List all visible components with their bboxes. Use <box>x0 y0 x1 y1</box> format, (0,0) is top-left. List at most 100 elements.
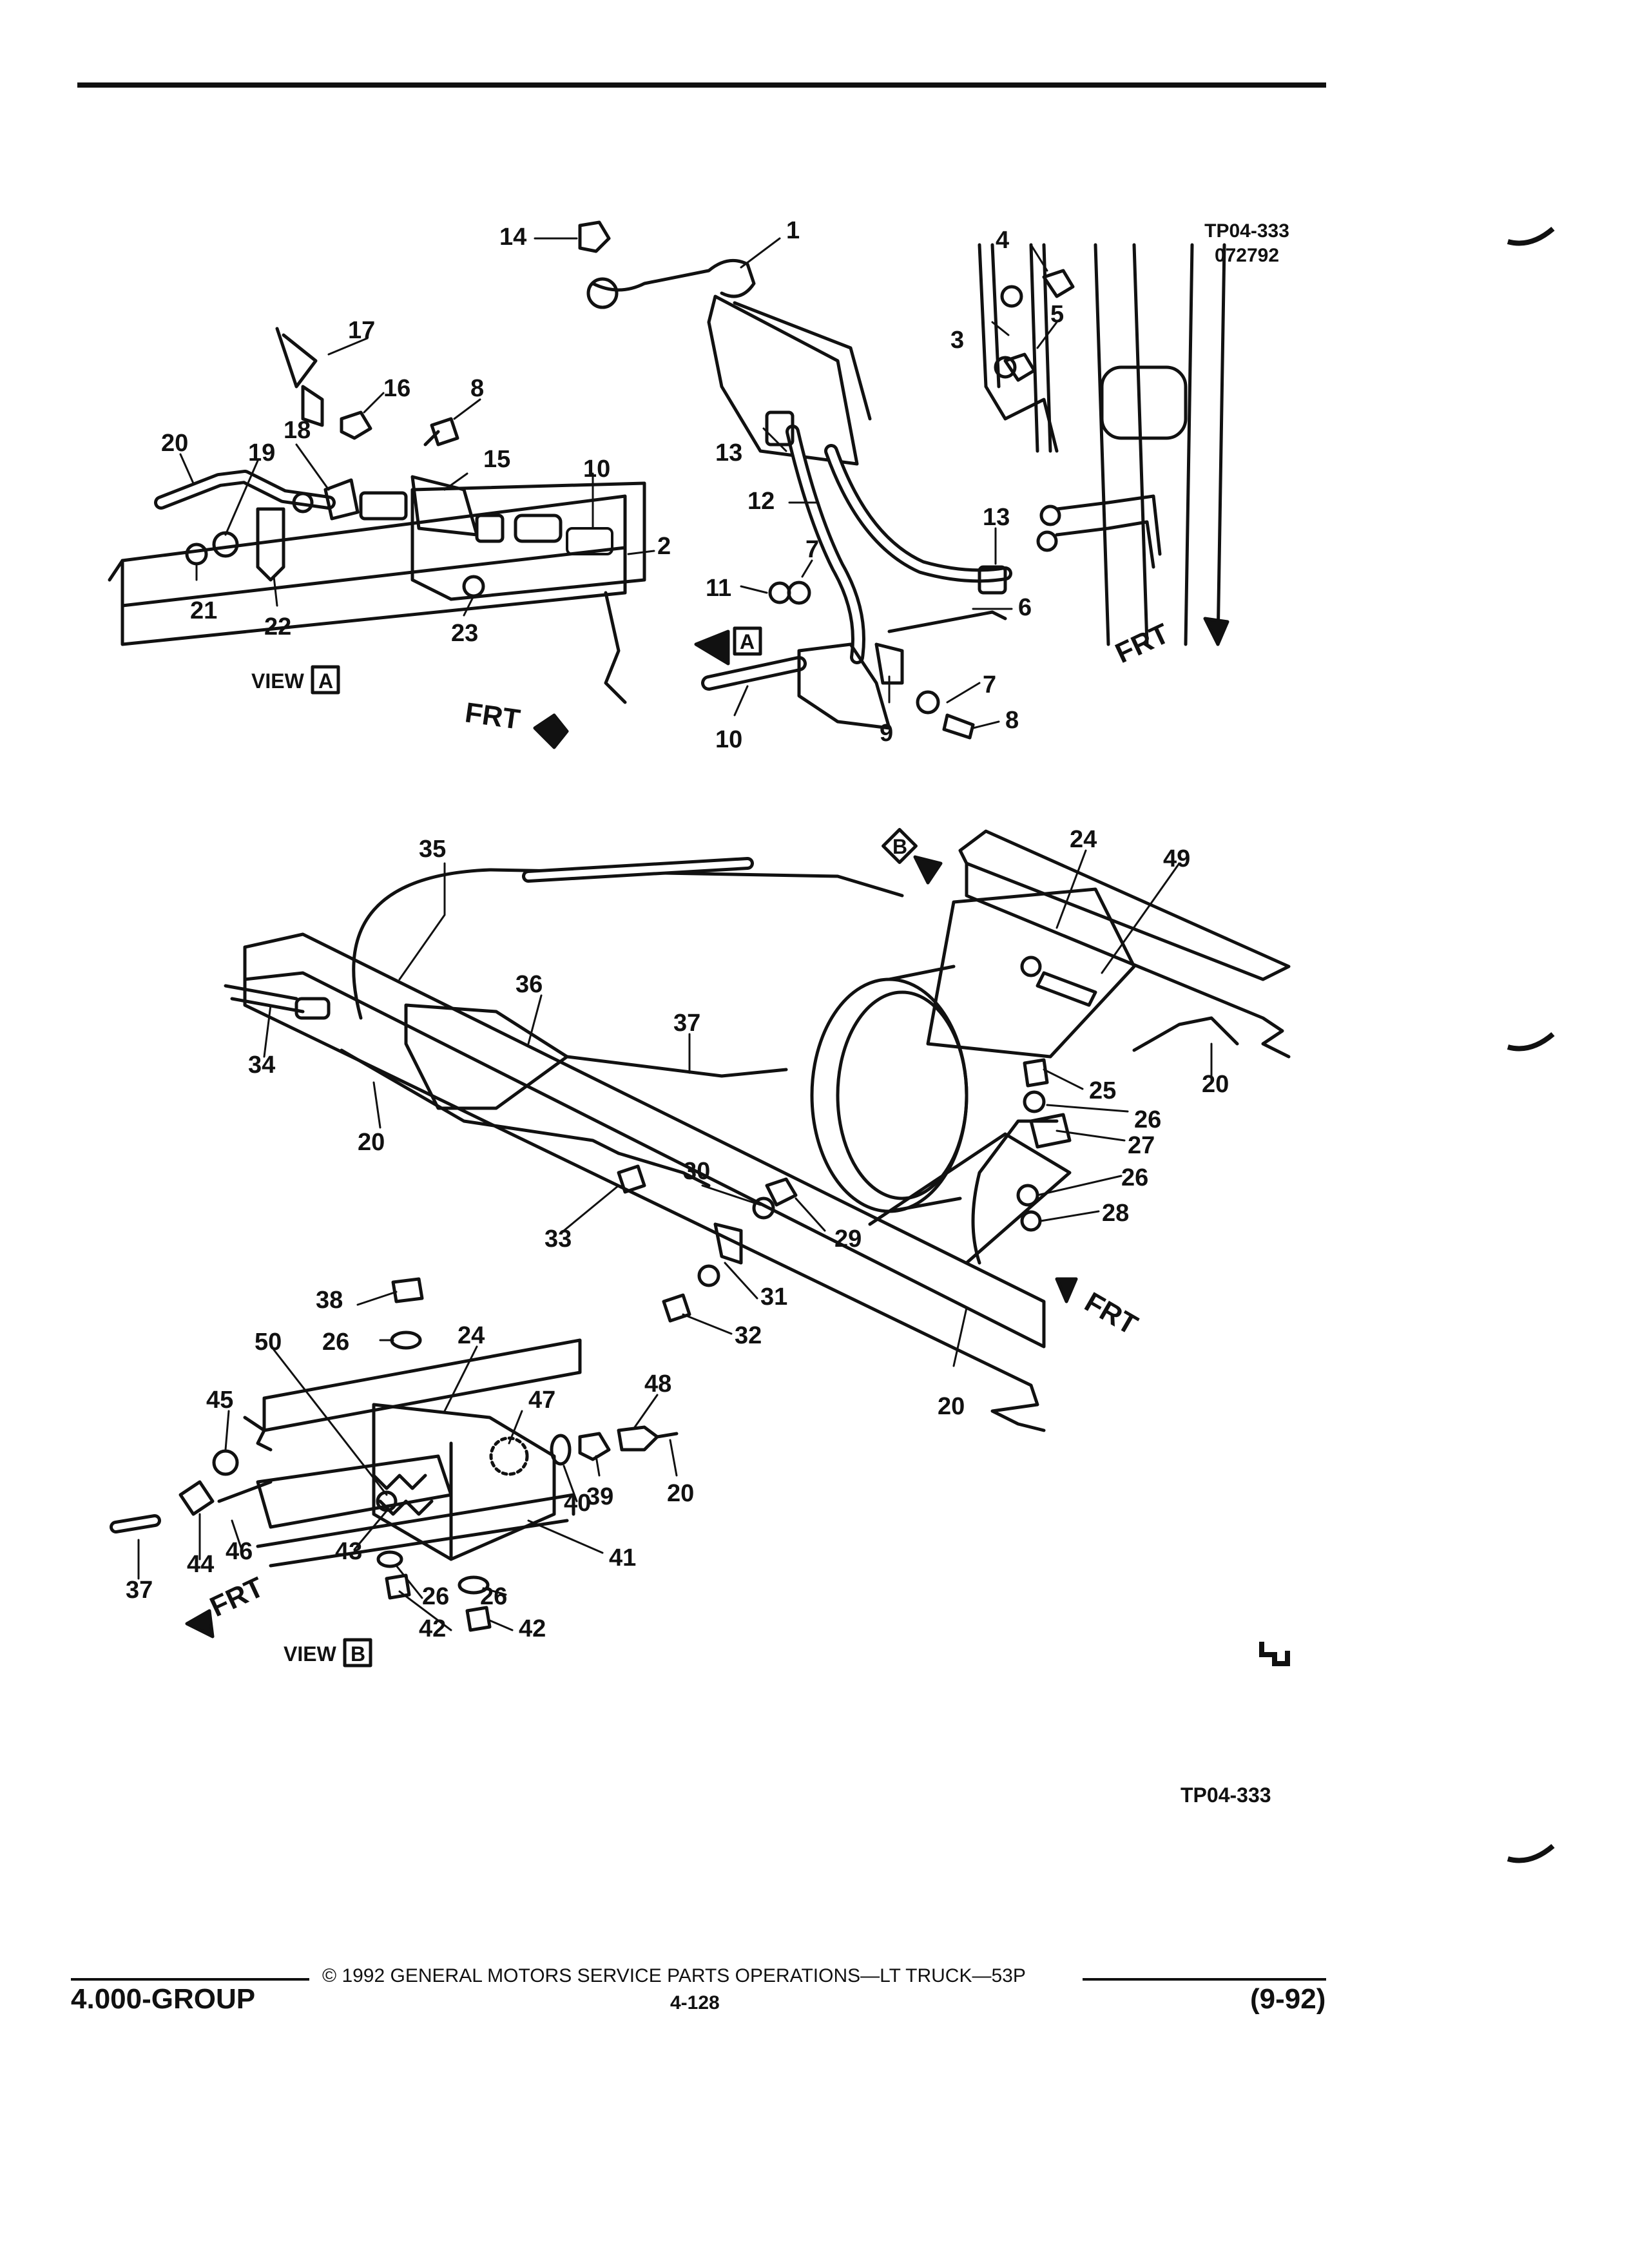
rod-46 <box>217 1480 273 1503</box>
callout-number: 26 <box>422 1583 449 1610</box>
cable-34 <box>224 984 305 1014</box>
bolt-23 <box>462 575 485 598</box>
view-b-illustration <box>110 1277 679 1632</box>
frt-arrow-top-right <box>1203 617 1229 646</box>
bolt-42-b <box>465 1606 492 1632</box>
view-b-frame-rail <box>262 1338 582 1432</box>
callout-number: 12 <box>747 488 775 515</box>
equalizer-housing <box>256 1454 453 1529</box>
callout-number: 48 <box>644 1370 671 1398</box>
callout-number: 17 <box>348 317 375 344</box>
callout-number: 26 <box>1121 1164 1148 1191</box>
callout-number: 35 <box>419 836 446 863</box>
callout-number: 8 <box>1005 707 1019 734</box>
view-a-letter: A <box>318 669 333 693</box>
callout-number: 6 <box>1018 594 1032 621</box>
callout-number: 11 <box>706 575 731 602</box>
binder-mark-icon <box>1507 1843 1555 1863</box>
figure-id: TP04-333 <box>1204 220 1289 242</box>
view-b-label: VIEW <box>284 1642 337 1666</box>
nut-3b <box>994 356 1017 379</box>
callout-number: 23 <box>451 620 478 647</box>
clip-17 <box>275 327 324 427</box>
cable-37 <box>565 1055 788 1078</box>
spring-50 <box>372 1474 427 1490</box>
footer-page-number: 4-128 <box>670 1992 720 2013</box>
adjuster-49 <box>1036 971 1097 1007</box>
callout-number: 27 <box>1128 1132 1155 1159</box>
callout-number: 39 <box>586 1483 613 1510</box>
washer-19 <box>212 531 239 558</box>
washer-40 <box>550 1434 572 1466</box>
footer-rule-left <box>71 1978 309 1981</box>
washer-26-low-a <box>376 1550 403 1568</box>
brake-line-rail <box>971 1119 1059 1265</box>
frt-arrow-view-b <box>185 1609 215 1639</box>
binder-mark-icon <box>1507 1032 1555 1052</box>
view-a-bracket <box>410 481 646 601</box>
frt-label-view-a: FRT <box>463 697 523 735</box>
leader-lines <box>137 237 1213 1631</box>
footer-group: 4.000-GROUP <box>71 1983 256 2015</box>
washer-7b <box>916 690 940 715</box>
frt-arrow-main <box>1055 1277 1078 1303</box>
callout-number: 37 <box>673 1010 700 1037</box>
callout-number: 20 <box>938 1393 965 1420</box>
callout-number: 25 <box>1089 1077 1116 1104</box>
equalizer-36 <box>404 1003 569 1110</box>
adjuster-fitting <box>359 491 408 521</box>
view-a-box <box>311 665 340 695</box>
callout-number: 34 <box>248 1052 275 1079</box>
fitting-48 <box>617 1425 659 1452</box>
callout-number: 36 <box>516 971 543 998</box>
callout-number: 47 <box>528 1387 555 1414</box>
callout-number: 46 <box>226 1538 253 1565</box>
view-a-frame-rail <box>120 494 627 646</box>
view-a-direction-arrow <box>694 629 730 666</box>
callout-number: 18 <box>284 417 311 444</box>
view-a-illustration <box>108 327 646 704</box>
bolt-42-a <box>385 1573 411 1600</box>
footer-copyright: © 1992 GENERAL MOTORS SERVICE PARTS OPER… <box>322 1965 1026 1986</box>
grommet-47 <box>489 1436 529 1476</box>
view-a-callout-letter: A <box>740 630 755 653</box>
washer-30 <box>752 1196 775 1220</box>
view-b-box <box>343 1638 372 1667</box>
binder-mark-icon <box>1507 226 1555 246</box>
callout-number: 43 <box>335 1538 362 1565</box>
view-a-label: VIEW <box>251 669 305 693</box>
frame-rail-right <box>958 829 1291 981</box>
callout-number: 29 <box>834 1225 862 1253</box>
brake-line-pair <box>1055 494 1162 569</box>
callout-number: 5 <box>1050 301 1064 328</box>
view-b-letter: B <box>351 1642 365 1666</box>
callout-number: 20 <box>667 1480 694 1507</box>
fitting-44 <box>178 1480 215 1516</box>
callout-number: 14 <box>499 224 526 251</box>
lower-bracket <box>797 642 891 730</box>
callout-number: 41 <box>609 1544 636 1571</box>
callout-number: 26 <box>1134 1106 1161 1133</box>
callout-number: 13 <box>983 504 1010 531</box>
callout-number: 37 <box>126 1577 153 1604</box>
callout-number: 30 <box>683 1158 710 1185</box>
rear-chassis <box>224 829 1291 1432</box>
callout-number: 8 <box>470 375 484 402</box>
fitting-33 <box>617 1164 646 1194</box>
figure-id-header: TP04-333 072792 <box>1186 219 1308 268</box>
callout-number: 38 <box>316 1287 343 1314</box>
equalizer-15 <box>410 475 479 537</box>
master-cylinder <box>1094 243 1226 646</box>
cross-member <box>926 887 1136 1059</box>
callout-number: 33 <box>545 1225 572 1253</box>
nut-11 <box>768 581 791 604</box>
frt-arrow-view-a <box>533 713 569 749</box>
pedal-assembly <box>578 220 1226 740</box>
callout-number: 20 <box>358 1129 385 1156</box>
callout-number: 16 <box>383 375 410 402</box>
nut-39 <box>578 1432 611 1461</box>
nut-14 <box>578 220 611 253</box>
callout-number: 40 <box>564 1490 591 1517</box>
frt-label-view-b: FRT <box>206 1571 269 1623</box>
